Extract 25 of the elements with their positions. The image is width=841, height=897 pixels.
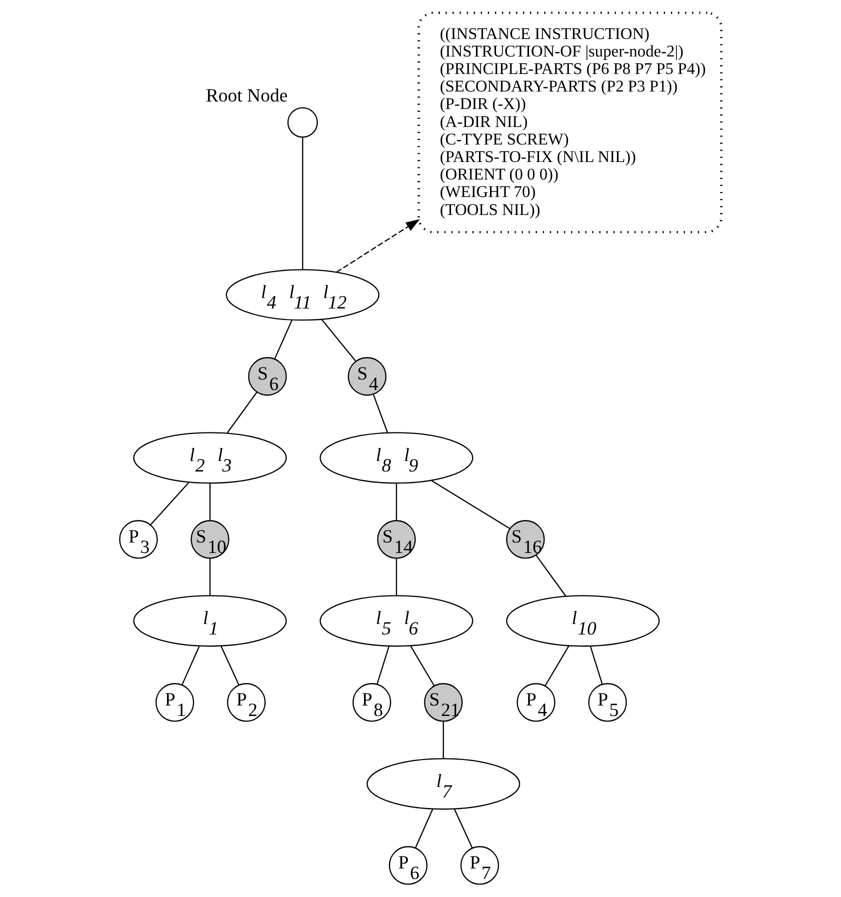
connector <box>544 646 570 686</box>
node-circle <box>287 107 318 138</box>
connector <box>182 646 200 686</box>
connector <box>302 138 304 270</box>
connector <box>396 558 398 596</box>
connector <box>410 646 435 686</box>
arrow <box>336 219 420 273</box>
connector <box>376 646 390 684</box>
connector <box>442 722 444 759</box>
connector <box>209 558 211 596</box>
connector <box>220 646 240 686</box>
connector <box>414 809 434 848</box>
connector <box>372 394 388 433</box>
connector <box>209 483 211 520</box>
connector <box>226 392 258 434</box>
connector <box>274 320 292 360</box>
node-box: ((INSTANCE INSTRUCTION) (INSTRUCTION-OF |super-node-2|) (PRINCIPLE-PARTS (P6 P8 P7 P5 P4)) (SECONDARY-PARTS (P2 P3 P1)) (P-DIR (-X)) (A-DIR NIL) (C-TYPE SCREW) (PARTS-TO-FIX (N\IL NIL)) (ORIENT (0 0 0)) (WEIGHT 70) (TOOLS NIL)) <box>418 12 722 234</box>
connector <box>150 482 190 526</box>
connector <box>431 480 510 530</box>
connector <box>396 483 398 520</box>
connector <box>536 554 566 597</box>
connector <box>321 319 356 362</box>
connector <box>454 809 473 848</box>
connector <box>590 646 603 684</box>
node-label: Root Node <box>206 86 288 107</box>
